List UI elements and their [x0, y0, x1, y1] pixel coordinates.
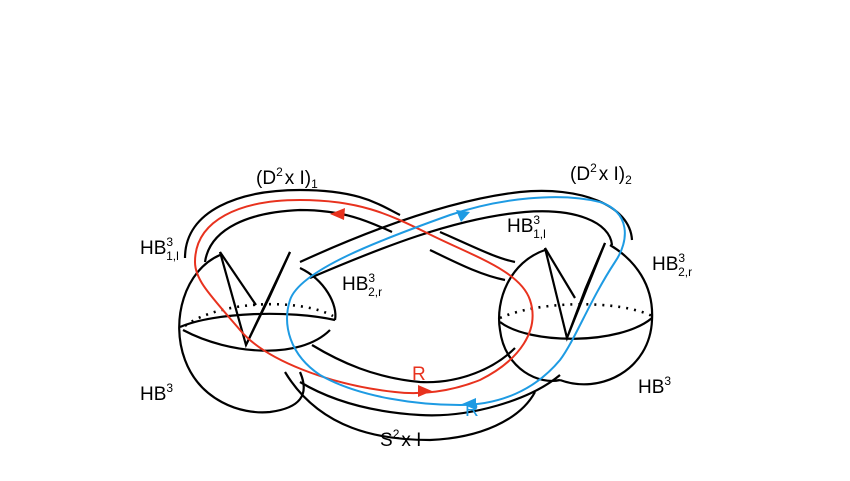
bottom-band — [284, 344, 561, 442]
blue-arrow-bottom — [462, 398, 476, 410]
right-ball — [498, 242, 654, 386]
blue-arrow-top — [456, 210, 470, 222]
blue-path — [286, 196, 626, 407]
svg-text:HB3: HB3 — [140, 381, 173, 405]
svg-text:(D2x I)1: (D2x I)1 — [256, 165, 318, 191]
red-path — [194, 198, 534, 395]
red-arrow-top — [330, 208, 345, 220]
label-r-blue: R — [465, 400, 479, 421]
svg-text:S2x I: S2x I — [380, 427, 421, 451]
svg-text:HB3: HB3 — [638, 374, 671, 398]
red-arrow-bottom — [418, 385, 432, 397]
band-d2xi-1 — [183, 188, 516, 282]
label-r-red: R — [412, 364, 426, 385]
svg-text:(D2x I)2: (D2x I)2 — [570, 161, 632, 187]
label-hb-left: HB3 — [140, 381, 173, 405]
label-hb-right: HB3 — [638, 374, 671, 398]
